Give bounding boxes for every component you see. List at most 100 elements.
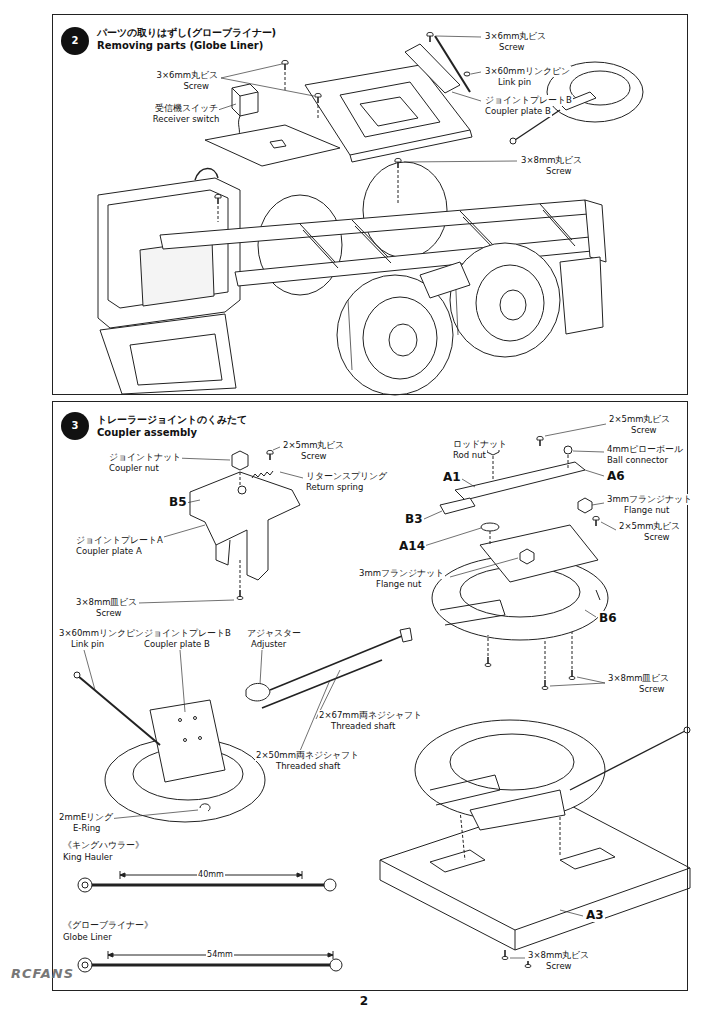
coupler-plate-b-group [262,660,382,708]
part-label: 4mmピローボール [606,444,684,455]
fifth-wheel-exploded [485,657,491,667]
leader-lines [221,64,314,96]
part-label: 2×67mm両ネジシャフト [318,710,423,721]
part-label: Link pin [497,77,532,88]
part-label: Link pin [70,639,105,650]
adjuster-rods [324,879,336,891]
truck-chassis [476,265,544,341]
leader-lines [462,479,475,487]
coupler-plate-b-group [194,717,197,720]
leader-lines [176,458,230,460]
adjuster-rods [82,882,88,888]
coupler-plate-b-group [74,628,412,822]
fifth-wheel-mounted [380,720,690,968]
fifth-wheel-exploded [440,600,505,625]
fifth-wheel-mounted [430,848,615,872]
part-code: B3 [404,512,424,526]
leader-lines [601,522,616,530]
leader-lines [138,600,234,603]
part-code: B6 [598,611,618,625]
coupler-plate-b-group [78,676,160,745]
truck-chassis [363,297,437,379]
truck-chassis [140,240,214,306]
part-label: 3×8mm丸ビス [527,950,591,961]
coupler-plate-a-group [216,540,230,565]
adjuster-rods [82,962,88,968]
part-label: リターンスプリング [305,471,388,482]
adjuster-rods [92,964,330,967]
part-label: 2×5mm丸ビス [282,440,346,451]
coupler-plate-b-group [150,700,225,782]
truck-chassis [195,168,218,180]
coupler-plate-a-group [238,486,246,494]
leader-lines [592,503,604,505]
leader-lines [585,610,596,617]
watermark: RCFANS [10,968,75,979]
leader-lines [218,104,236,110]
removed-parts [232,88,258,116]
removed-parts [205,32,643,222]
part-label: Screw [182,81,210,92]
removed-parts [464,72,470,76]
leader-lines [545,424,606,436]
removed-parts [215,194,221,204]
part-label: 3×8mm皿ビス [607,673,671,684]
coupler-plate-b-group [184,739,187,742]
step-number: 2 [72,35,79,47]
truck-chassis [130,334,222,385]
fifth-wheel-exploded [480,525,598,582]
step-heading: Removing parts (Globe Liner) [97,40,263,52]
removed-parts [232,84,258,116]
part-label: Flange nut [375,579,422,590]
part-code: A1 [442,470,462,484]
part-label: Coupler plate B [143,639,211,650]
fifth-wheel-exploded [481,523,499,531]
part-label: 3×6mm丸ビス [484,31,548,42]
truck-chassis [420,262,470,298]
fifth-wheel-mounted [502,950,508,960]
adjuster-rods [78,958,92,972]
coupler-plate-b-group [400,628,412,642]
step-heading: Coupler assembly [97,427,197,439]
truck-chassis [100,314,236,394]
part-code: A3 [585,908,605,922]
fifth-wheel-exploded [542,680,548,690]
removed-parts [340,82,440,137]
part-label: ジョイントプレートB [484,95,573,106]
part-label: 3×8mm皿ビス [75,597,139,608]
removed-parts [427,32,433,42]
coupler-plate-b-group [199,737,202,740]
coupler-plate-a-group [232,451,248,470]
part-label: 3×60mmリンクピン [58,628,145,639]
removed-parts [435,36,470,92]
page-number: 2 [359,994,369,1008]
part-code: A6 [606,469,626,483]
fifth-wheel-exploded [455,462,585,500]
step-panel: トレーラージョイントのくみたてCoupler assembly3 [52,401,688,991]
fifth-wheel-exploded [432,436,608,689]
step-number-circle: 3 [61,412,89,440]
leader-lines [84,424,616,958]
removed-parts [205,125,340,166]
step-panel: パーツの取りはずし(グローブライナー)Removing parts (Globe… [52,14,688,395]
dimension-label: 54mm [206,949,234,960]
leader-lines [186,500,200,503]
removed-parts [315,93,321,103]
part-label: Screw [638,684,666,695]
part-label: Threaded shaft [330,721,396,732]
truck-chassis [98,178,240,328]
leader-lines [84,650,95,690]
part-label: 2×5mm丸ビス [618,521,682,532]
fifth-wheel-mounted [380,860,690,950]
truck-chassis [500,290,526,320]
part-label: Coupler nut [108,463,160,474]
part-label: ジョイントプレートB [143,628,232,639]
fifth-wheel-exploded [596,590,600,600]
part-label: ジョイントプレートA [75,535,164,546]
leader-lines [510,958,525,959]
part-label: 3mmフランジナット [358,568,445,579]
leader-lines [560,910,583,916]
step-number: 3 [72,420,79,432]
part-label: 3×60mmリンクピン [484,66,571,77]
part-label: 3×6mm丸ビス [156,70,220,81]
